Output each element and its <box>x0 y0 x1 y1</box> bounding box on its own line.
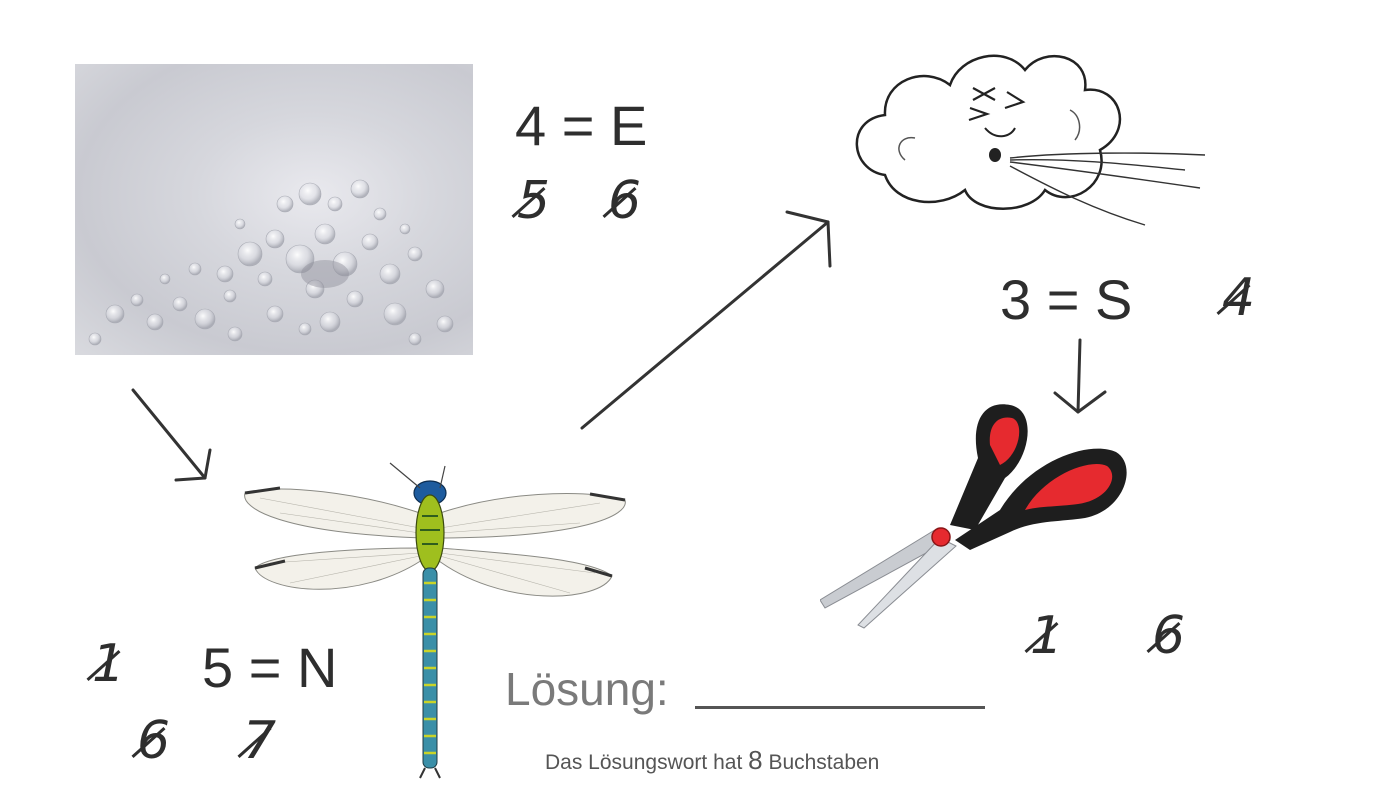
solution-answer-line[interactable] <box>695 706 985 709</box>
foam-struck-6: 6 <box>608 171 642 231</box>
hint-letter-count: 8 <box>748 745 763 775</box>
scissors-icon <box>819 404 1127 629</box>
foam-struck-5: 5 <box>517 171 551 231</box>
hint-text-before: Das Lösungswort hat <box>545 751 743 774</box>
foam-answer: 4 = E <box>515 94 648 157</box>
wind-struck-4: 4 <box>1222 268 1256 328</box>
solution-hint: Das Lösungswort hat 8 Buchstaben <box>545 745 879 776</box>
dragonfly-image <box>240 458 630 780</box>
dragonfly-answer: 5 = N <box>202 636 338 699</box>
dragonfly-struck-6: 6 <box>137 711 171 771</box>
arrow-dragonfly-to-wind-icon <box>580 210 832 430</box>
scissors-image <box>819 400 1130 630</box>
scissors-struck-1: 1 <box>1030 606 1064 666</box>
wind-answer: 3 = S <box>1000 268 1133 331</box>
solution-label: Lösung: <box>505 663 669 715</box>
dragonfly-struck-7: 7 <box>243 711 277 771</box>
scissors-struck-6: 6 <box>1152 606 1186 666</box>
arrow-foam-to-dragonfly-icon <box>131 388 212 482</box>
dragonfly-struck-1: 1 <box>92 634 126 694</box>
foam-bubbles-image <box>75 64 473 355</box>
cloud-face-icon <box>855 54 1206 226</box>
arrow-wind-to-scissors-icon <box>1053 338 1107 414</box>
wind-cloud-image <box>845 40 1215 250</box>
bubbles-pattern <box>88 179 454 346</box>
dragonfly-icon <box>244 462 626 779</box>
hint-text-after: Buchstaben <box>768 751 880 774</box>
